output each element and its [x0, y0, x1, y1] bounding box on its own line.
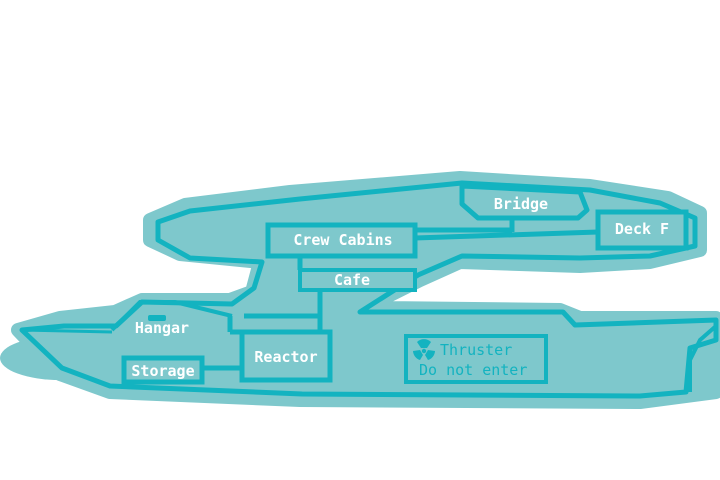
room-label-crew-cabins: Crew Cabins — [293, 231, 392, 249]
room-label-reactor: Reactor — [254, 348, 317, 366]
room-label-cafe: Cafe — [334, 271, 370, 289]
room-label-bridge: Bridge — [494, 195, 548, 213]
room-label-storage: Storage — [131, 362, 194, 380]
room-reactor[interactable]: Reactor — [239, 329, 333, 383]
room-bridge[interactable]: Bridge — [459, 183, 590, 221]
hangar-hatch-icon — [148, 315, 166, 321]
room-deck-f[interactable]: Deck F — [595, 209, 689, 251]
room-storage[interactable]: Storage — [121, 355, 205, 385]
room-label-thruster: Thruster — [440, 341, 512, 359]
radiation-icon — [413, 339, 435, 360]
room-thruster[interactable]: Thruster Do not enter — [404, 334, 548, 384]
room-label-deck-f: Deck F — [615, 220, 669, 238]
room-crew-cabins[interactable]: Crew Cabins — [265, 222, 418, 259]
corridors — [200, 218, 599, 371]
thruster-warning-text: Do not enter — [419, 361, 527, 379]
room-cafe[interactable]: Cafe — [298, 268, 417, 292]
room-label-hangar: Hangar — [135, 319, 189, 337]
room-hangar[interactable]: Hangar — [135, 315, 189, 337]
